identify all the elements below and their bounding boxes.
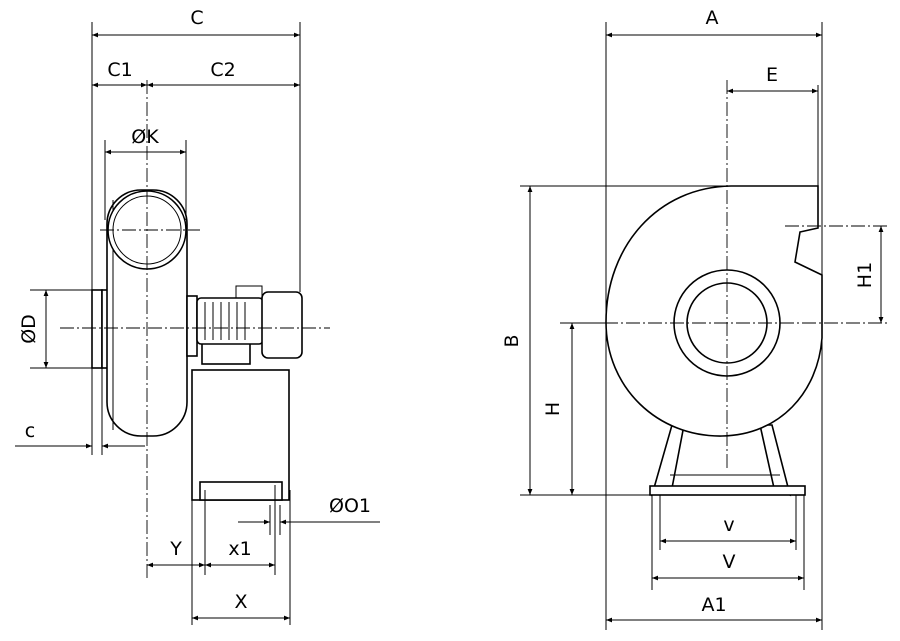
label-C1: C1 xyxy=(107,59,132,81)
base-plate xyxy=(649,485,806,496)
label-c: c xyxy=(25,420,35,442)
label-A1: A1 xyxy=(701,594,726,616)
label-B: B xyxy=(501,334,523,347)
label-H: H xyxy=(542,402,564,416)
label-C: C xyxy=(190,7,203,29)
motor-flange xyxy=(186,295,198,357)
label-x1: x1 xyxy=(228,538,251,560)
front-view: A E B H1 H v V A1 xyxy=(501,7,890,630)
label-C2: C2 xyxy=(210,59,235,81)
support-stand xyxy=(191,369,290,501)
stand-foot xyxy=(199,481,283,501)
label-O1: ØO1 xyxy=(329,495,371,517)
motor-fan-cover xyxy=(261,291,303,359)
label-X: X xyxy=(234,591,247,613)
label-D: ØD xyxy=(18,314,40,344)
inlet-flange xyxy=(91,289,103,369)
label-Y: Y xyxy=(169,538,182,560)
motor-body xyxy=(196,297,264,345)
label-K: ØK xyxy=(131,126,159,148)
label-H1: H1 xyxy=(854,262,876,288)
right-leg xyxy=(759,424,792,497)
label-A: A xyxy=(706,7,719,29)
terminal-box xyxy=(235,285,263,299)
label-V: V xyxy=(723,551,736,573)
label-E: E xyxy=(766,64,778,86)
side-view: C C1 C2 ØK ØD c ØO1 Y x1 X xyxy=(15,7,380,625)
left-leg xyxy=(650,424,685,497)
label-v: v xyxy=(723,514,734,536)
